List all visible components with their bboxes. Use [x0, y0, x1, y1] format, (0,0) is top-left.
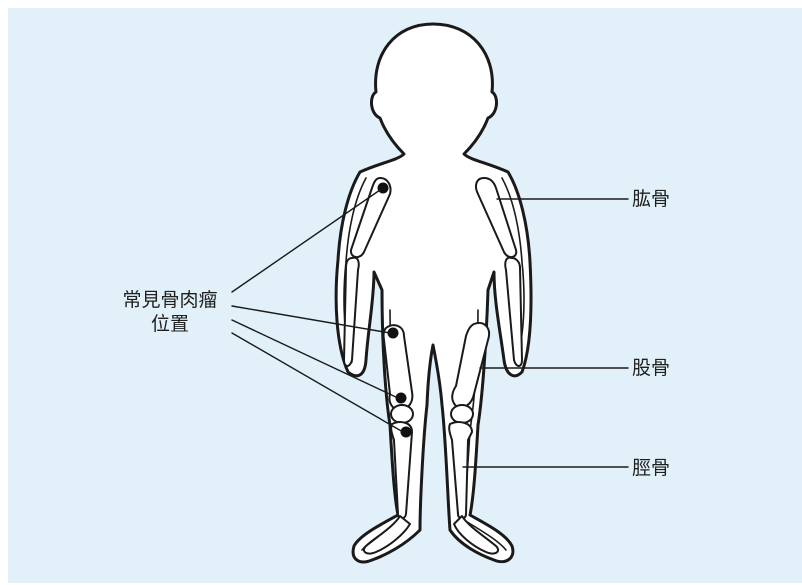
femur-label: 股骨 [632, 356, 670, 380]
leader-line-tibia-tumor [232, 333, 403, 432]
humerus-label: 肱骨 [632, 187, 670, 211]
body-silhouette [336, 24, 531, 562]
tumor-sites-label-line-1: 常見骨肉瘤 [108, 288, 232, 312]
tumor-sites-label-line-2: 位置 [108, 312, 232, 336]
tibia-label: 脛骨 [632, 456, 670, 480]
right-kneecap [451, 405, 473, 423]
tumor-sites-label: 常見骨肉瘤 位置 [108, 288, 232, 336]
leader-line-distal-femur-tumor [232, 320, 398, 398]
tumor-marker-proximal-humerus [378, 183, 389, 194]
left-kneecap [391, 405, 413, 423]
